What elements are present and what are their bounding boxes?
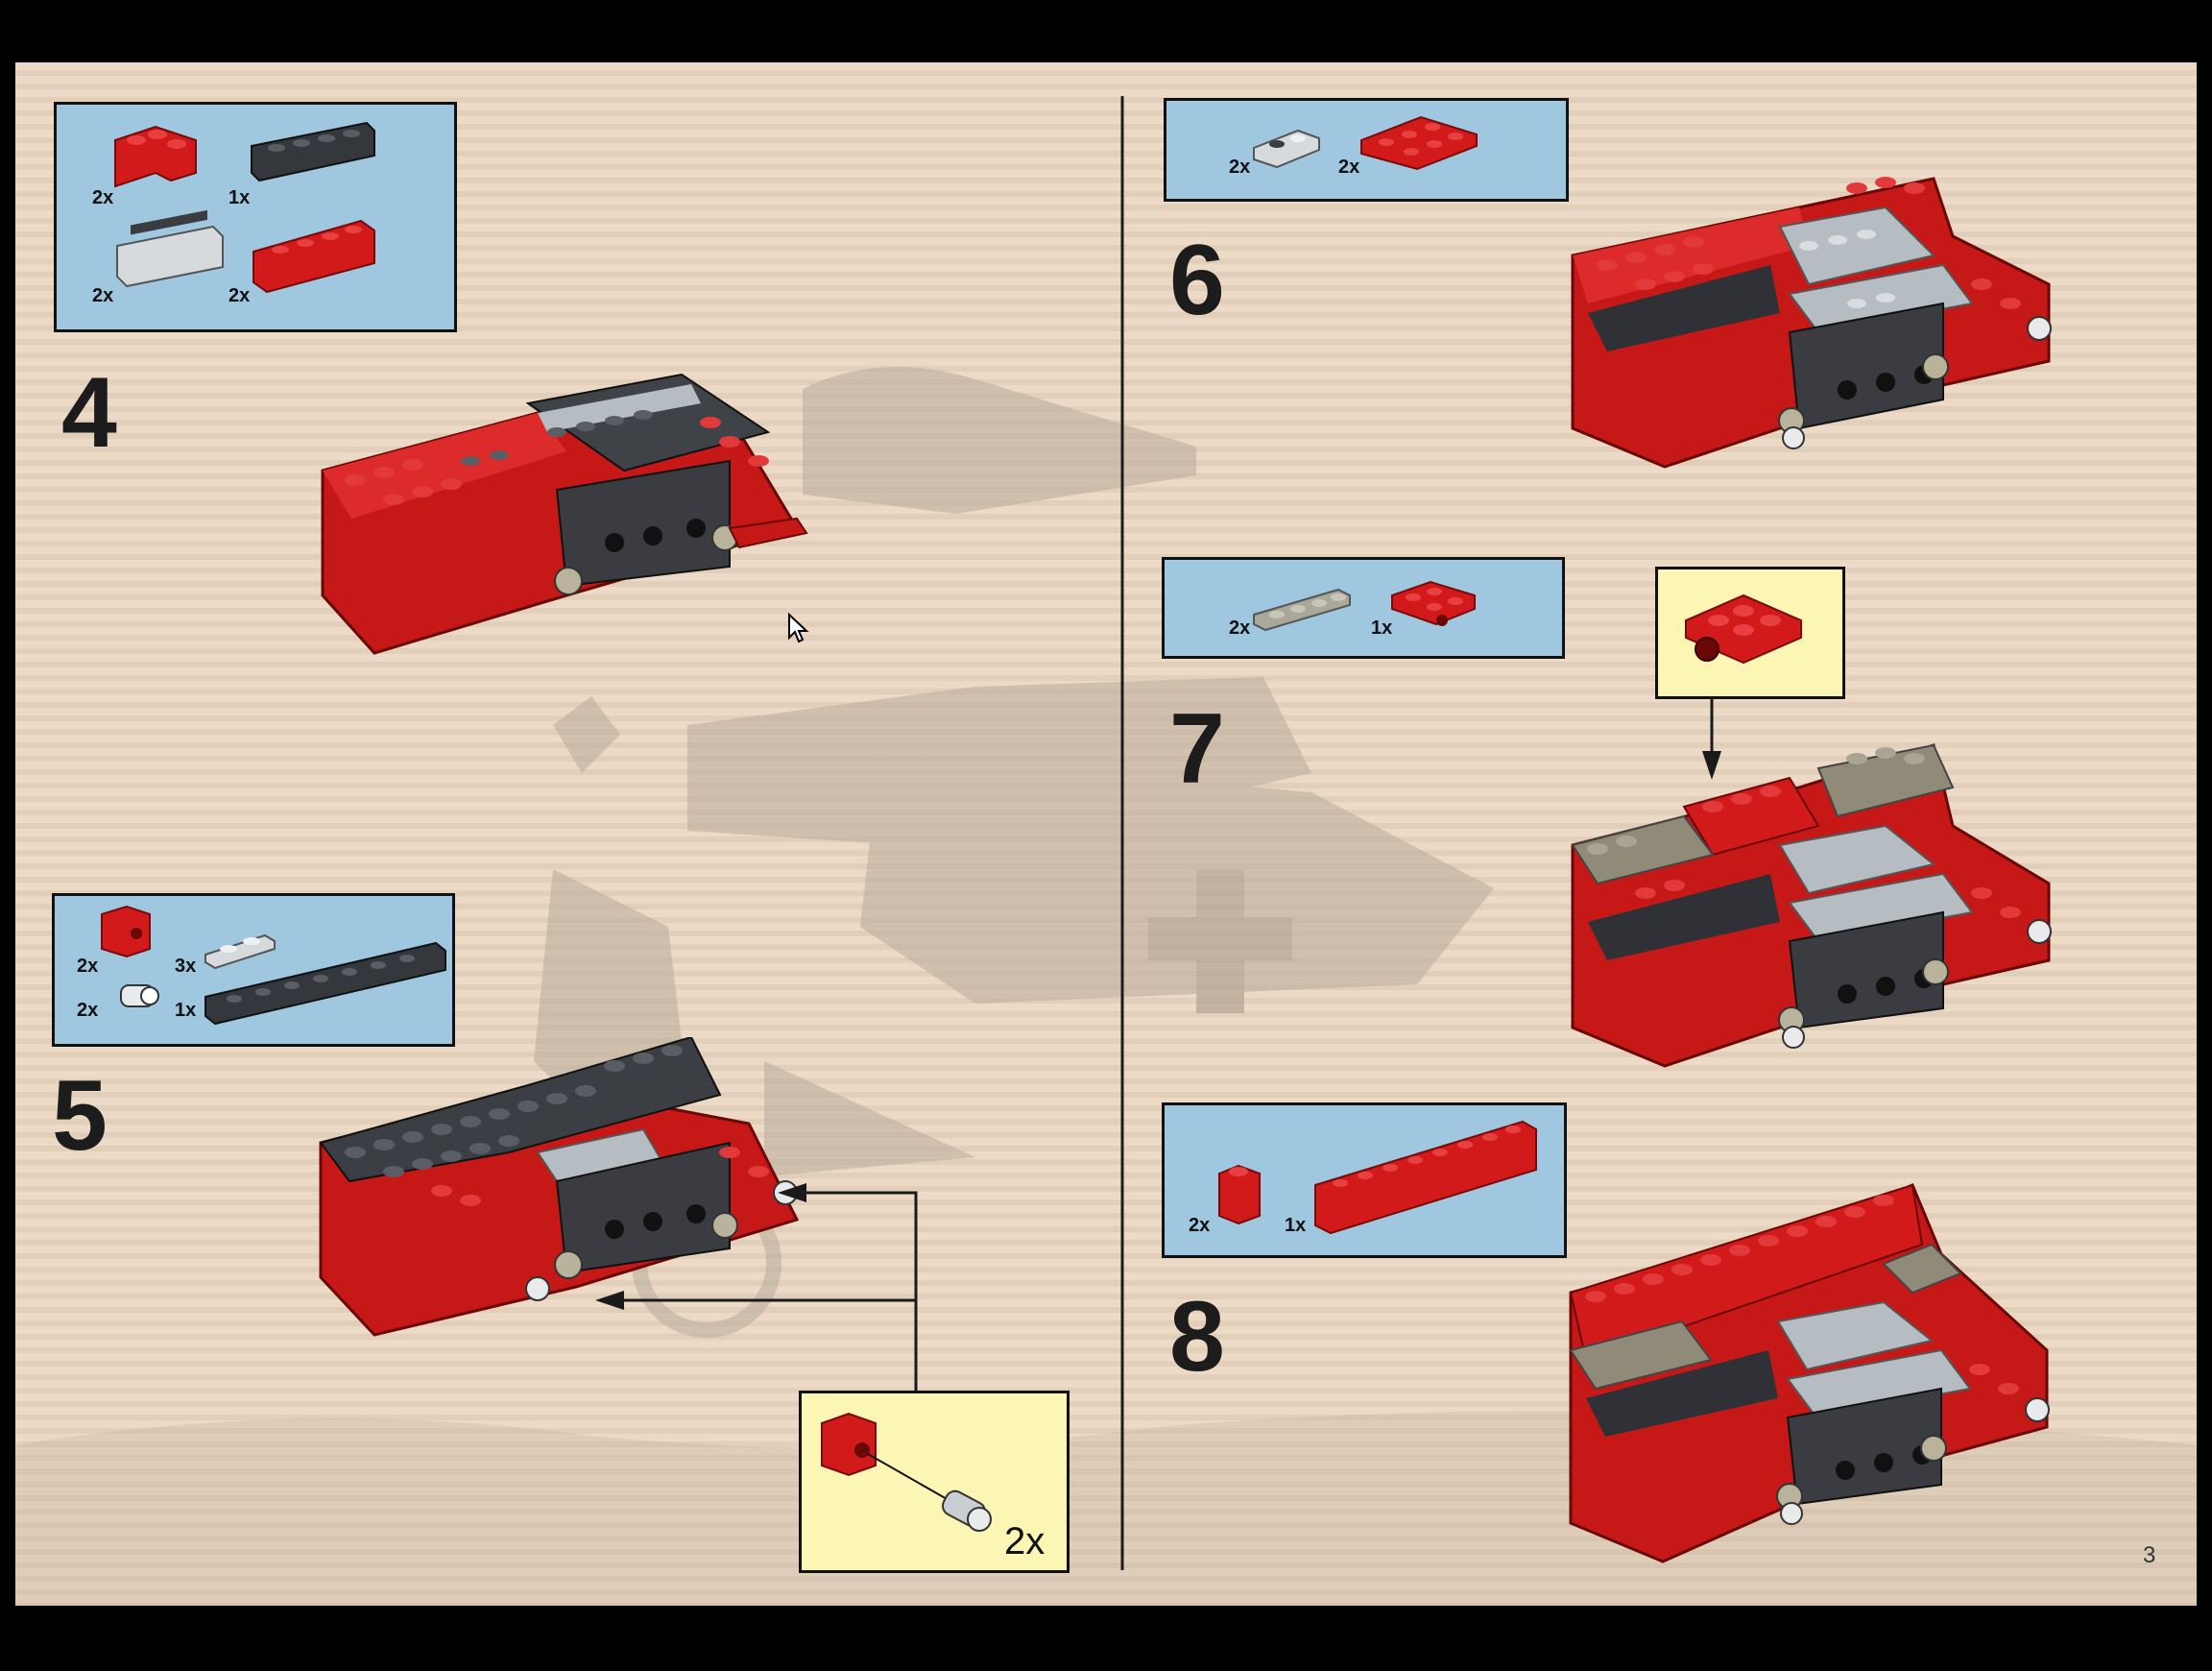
step-number: 4 bbox=[61, 363, 117, 463]
parts-box-step-6: 2x 2x bbox=[1164, 98, 1569, 202]
page-number: 3 bbox=[2143, 1542, 2155, 1569]
part-qty: 2x bbox=[1189, 1215, 1210, 1236]
part-qty: 2x bbox=[1229, 618, 1250, 639]
part-qty: 2x bbox=[1229, 157, 1250, 178]
model-step-6 bbox=[1569, 150, 2058, 476]
callout-step-7 bbox=[1655, 567, 1845, 699]
part-qty: 3x bbox=[175, 956, 196, 977]
red-1x1-brick-part bbox=[1219, 1166, 1260, 1223]
parts-box-step-5: 2x 3x 2x 1x bbox=[52, 893, 455, 1047]
red-technic-brick-part bbox=[102, 907, 150, 957]
part-qty: 2x bbox=[77, 1000, 98, 1021]
part-qty: 2x bbox=[228, 285, 250, 306]
model-step-7 bbox=[1569, 739, 2058, 1076]
step-number: 6 bbox=[1169, 230, 1225, 330]
part-qty: 1x bbox=[1371, 618, 1392, 639]
model-step-4 bbox=[317, 365, 816, 663]
parts-box-step-4: 2x 1x 2x 2x bbox=[54, 102, 457, 332]
model-step-8 bbox=[1567, 1177, 2058, 1571]
step-number: 5 bbox=[52, 1066, 108, 1166]
step-number: 7 bbox=[1169, 699, 1225, 799]
part-qty: 2x bbox=[1338, 157, 1359, 178]
part-qty: 2x bbox=[92, 285, 113, 306]
part-qty: 1x bbox=[1285, 1215, 1306, 1236]
assembly-arrows bbox=[557, 1172, 922, 1402]
parts-box-step-8: 2x 1x bbox=[1162, 1102, 1567, 1258]
callout-qty: 2x bbox=[1004, 1520, 1045, 1562]
connector-pin-part bbox=[121, 985, 158, 1006]
part-qty: 1x bbox=[175, 1000, 196, 1021]
part-qty: 2x bbox=[92, 187, 113, 208]
parts-box-step-7: 2x 1x bbox=[1162, 557, 1565, 659]
part-qty: 1x bbox=[228, 187, 250, 208]
callout-step-5: 2x bbox=[799, 1391, 1070, 1573]
step-number: 8 bbox=[1169, 1287, 1225, 1387]
part-qty: 2x bbox=[77, 956, 98, 977]
mouse-cursor-icon bbox=[787, 613, 810, 645]
